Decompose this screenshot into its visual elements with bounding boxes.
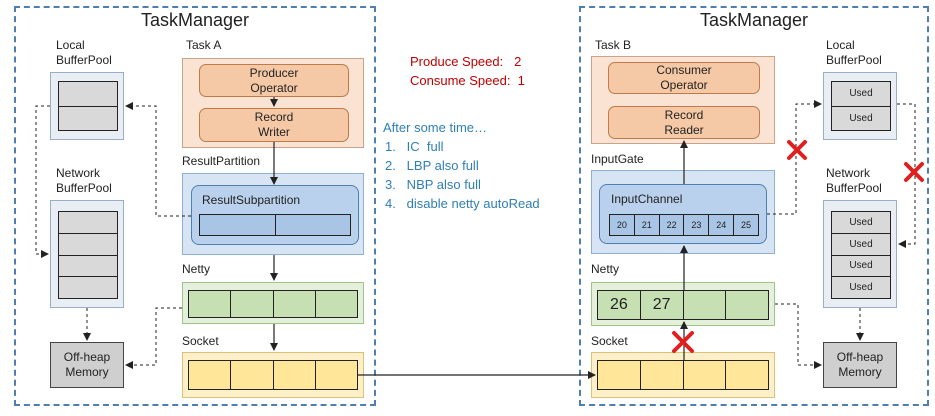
dashed-inputchannel-to-local-pool <box>767 100 822 215</box>
right-taskmanager <box>579 6 929 406</box>
right-taskmanager-title: TaskManager <box>699 10 809 30</box>
dashed-netty-to-offheap <box>125 307 182 369</box>
left-offheap-memory: Off-heap Memory <box>50 342 124 388</box>
right-network-buffer-used: Used <box>832 212 890 234</box>
right-netty-buffer <box>684 291 727 319</box>
dashed-netty-to-offheap-right <box>775 303 822 369</box>
record-reader: Record Reader <box>608 106 760 139</box>
subpartition-buffer-slot <box>200 215 276 235</box>
left-socket-buffer-slot <box>189 361 232 389</box>
right-netty-label: Netty <box>591 262 620 276</box>
input-channel-buffers: 20 21 22 23 24 25 <box>609 214 759 236</box>
step-item-4: 4. disable netty autoRead <box>385 196 540 211</box>
input-channel-buffer: 23 <box>684 215 710 235</box>
blocked-mark-socket-to-netty <box>672 331 694 353</box>
input-channel-label: InputChannel <box>611 192 683 206</box>
input-channel-buffer: 22 <box>660 215 685 235</box>
input-channel-buffer: 24 <box>709 215 735 235</box>
right-network-buffer-used: Used <box>832 255 890 278</box>
blocked-mark-local-pool <box>787 140 807 160</box>
left-netty-buffers <box>188 290 358 318</box>
right-socket-label: Socket <box>591 334 628 348</box>
right-local-buffer-used: Used <box>832 106 890 130</box>
result-subpartition-buffers <box>199 214 351 236</box>
right-socket-buffer-slot <box>641 361 684 389</box>
result-subpartition-label: ResultSubpartition <box>202 193 301 207</box>
left-socket-label: Socket <box>182 334 219 348</box>
input-channel-buffer: 20 <box>610 215 635 235</box>
record-writer: Record Writer <box>199 108 349 142</box>
left-netty-buffer-slot <box>274 291 316 317</box>
left-network-buffer-slot <box>59 233 117 256</box>
left-local-bufferpool-label: Local BufferPool <box>56 38 112 67</box>
consumer-operator: Consumer Operator <box>608 62 760 94</box>
left-socket-buffers <box>188 360 358 390</box>
left-network-buffer-slot <box>59 212 117 234</box>
input-gate-label: InputGate <box>591 152 644 166</box>
producer-operator: Producer Operator <box>199 64 349 97</box>
left-network-bufferpool <box>50 200 124 308</box>
left-local-bufferpool <box>50 72 124 140</box>
dashed-subpartition-to-local-pool <box>125 102 191 217</box>
left-network-bufferpool-label: Network BufferPool <box>56 166 112 195</box>
right-network-bufferpool: Used Used Used Used <box>823 200 897 308</box>
right-netty-buffers: 26 27 <box>597 290 769 320</box>
blocked-mark-network-pool <box>904 162 924 182</box>
step-item-1: 1. IC full <box>385 139 444 154</box>
left-local-buffer-slot <box>59 106 117 130</box>
left-network-buffer-slot <box>59 277 117 298</box>
left-taskmanager-title: TaskManager <box>140 10 250 30</box>
right-netty-buffer: 27 <box>641 291 684 319</box>
left-network-buffer-slot <box>59 255 117 278</box>
right-local-bufferpool-label: Local BufferPool <box>826 38 882 67</box>
input-channel-buffer: 25 <box>741 220 752 230</box>
left-socket-buffer-slot <box>231 361 274 389</box>
task-b-label: Task B <box>595 38 632 52</box>
step-item-3: 3. NBP also full <box>385 177 481 192</box>
produce-speed-text: Produce Speed: 2 <box>410 54 522 69</box>
left-taskmanager <box>14 6 376 406</box>
right-netty-buffer: 26 <box>598 291 641 319</box>
right-socket-buffer-slot <box>598 361 641 389</box>
right-socket-buffer-slot <box>684 361 727 389</box>
left-socket-buffer-slot <box>274 361 316 389</box>
right-local-buffer-used: Used <box>832 82 890 107</box>
consume-speed-text: Consume Speed: 1 <box>410 73 525 88</box>
result-partition-label: ResultPartition <box>182 154 261 168</box>
right-offheap-memory: Off-heap Memory <box>823 342 897 388</box>
step-item-2: 2. LBP also full <box>385 158 479 173</box>
steps-header: After some time… <box>383 120 488 135</box>
right-network-buffer-used: Used <box>832 277 890 298</box>
right-socket-buffers <box>597 360 769 390</box>
right-local-bufferpool: Used Used <box>823 72 897 140</box>
right-network-buffer-used: Used <box>832 233 890 256</box>
left-netty-buffer-slot <box>231 291 274 317</box>
task-a-label: Task A <box>186 38 222 52</box>
input-channel-buffer: 21 <box>635 215 660 235</box>
left-netty-label: Netty <box>182 262 211 276</box>
left-netty-buffer-slot <box>189 291 232 317</box>
left-local-buffer-slot <box>59 82 117 107</box>
right-network-bufferpool-label: Network BufferPool <box>826 166 882 195</box>
dashed-local-to-network-pool-right <box>897 103 916 248</box>
dashed-local-to-network-pool <box>35 105 50 258</box>
